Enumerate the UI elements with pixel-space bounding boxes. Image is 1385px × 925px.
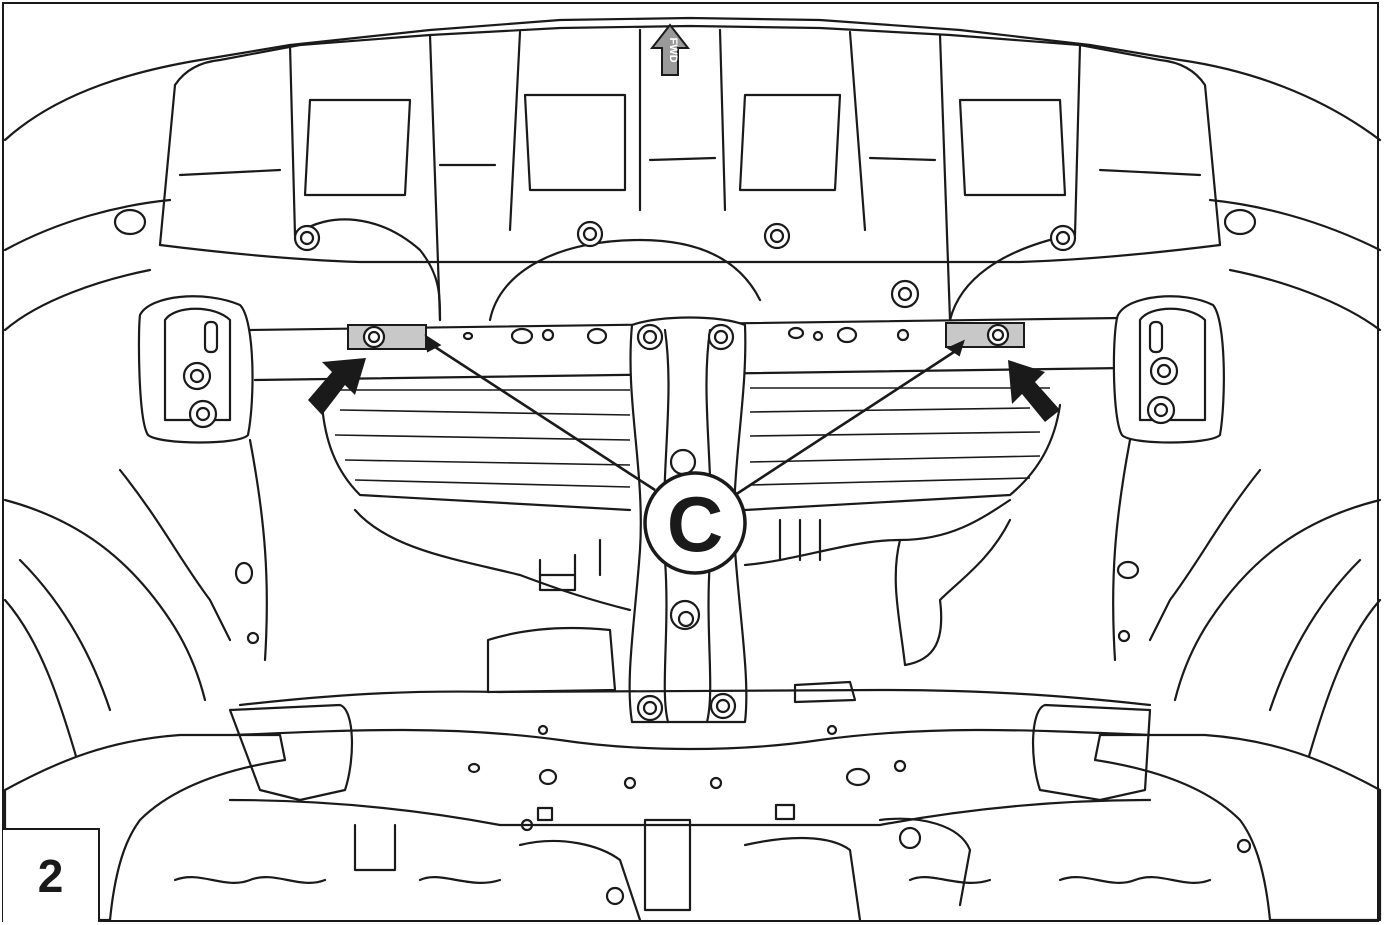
- suspension-outline: [3, 438, 1382, 772]
- left-location-arrow: [308, 358, 366, 415]
- callout-label: C: [667, 480, 723, 568]
- location-arrows: [308, 358, 1060, 422]
- body-outline: [3, 16, 1382, 332]
- diffuser-panel: [158, 24, 1222, 322]
- step-number: 2: [37, 850, 64, 902]
- mounting-points: [347, 322, 1025, 350]
- rear-subframe: [228, 626, 1152, 832]
- left-tow-bracket: [137, 295, 254, 444]
- lateral-arms: [3, 703, 1382, 922]
- callout-leader-lines: [424, 334, 965, 497]
- right-location-arrow: [1008, 360, 1060, 422]
- right-tow-bracket: [1112, 295, 1225, 444]
- step-number-box: 2: [3, 828, 100, 922]
- differential-area: [353, 817, 992, 922]
- callout-c: C: [643, 471, 747, 575]
- diffuser-bolts: [293, 220, 1077, 309]
- forward-direction-label: FWD: [667, 37, 679, 62]
- left-mounting-bracket: [347, 324, 427, 350]
- forward-direction-arrow: FWD: [649, 23, 691, 76]
